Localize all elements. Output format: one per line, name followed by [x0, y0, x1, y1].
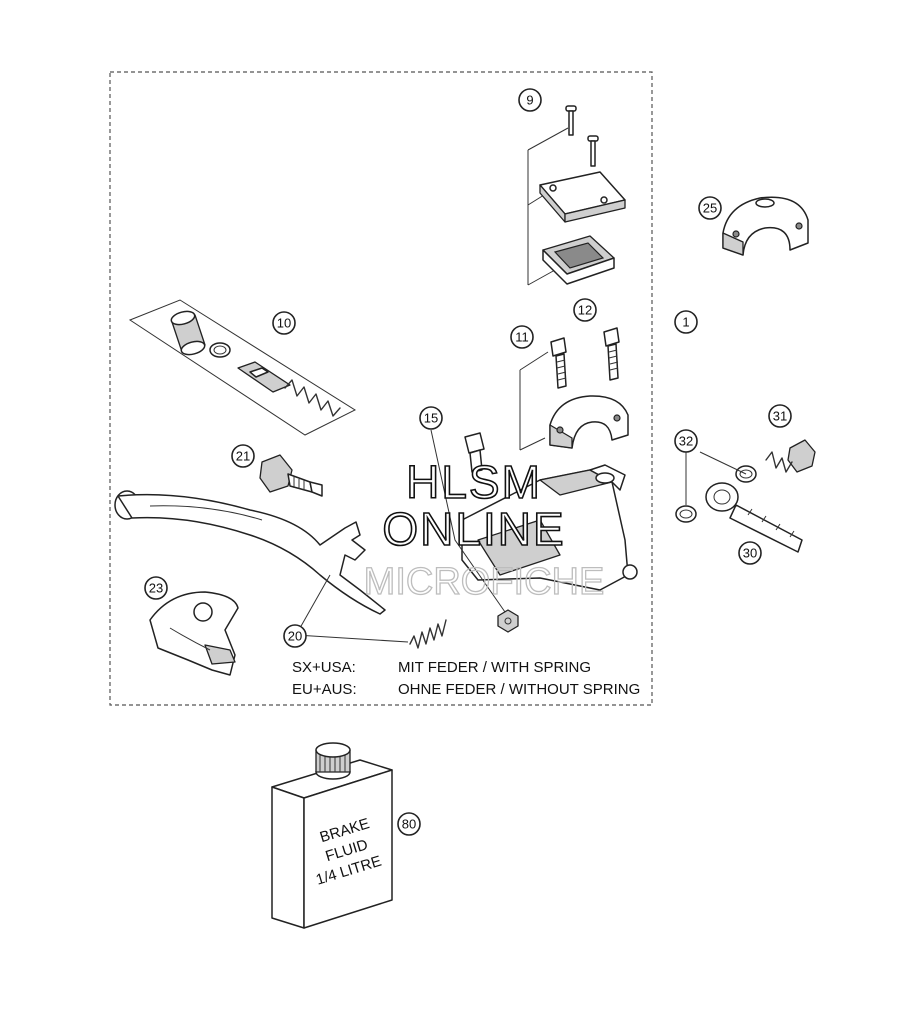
callout-25: 25: [698, 196, 722, 220]
note-line2-text: OHNE FEDER / WITHOUT SPRING: [398, 681, 640, 698]
callout-30: 30: [738, 541, 762, 565]
cover-screw: [587, 135, 599, 167]
master-cylinder-body: [461, 432, 638, 633]
svg-text:20: 20: [288, 629, 302, 644]
svg-text:31: 31: [773, 409, 787, 424]
svg-text:25: 25: [703, 201, 717, 216]
watermark-line2: ONLINE: [382, 503, 565, 555]
callout-21: 21: [231, 444, 255, 468]
piston-repair-kit: [128, 299, 357, 436]
clamp-half: [549, 395, 629, 449]
clamp-bolt: [550, 337, 567, 389]
note-line1-region: SX+USA:: [292, 659, 356, 676]
clamp-bolt: [603, 327, 620, 381]
brake-hose-assembly: [675, 439, 816, 553]
callout-9: 9: [518, 88, 542, 112]
brake-fluid-bottle: BRAKE FLUID 1/4 LITRE: [271, 742, 393, 929]
brake-lever: [114, 490, 386, 615]
sealing-washer: [675, 505, 697, 523]
svg-text:11: 11: [515, 330, 529, 345]
callout-20: 20: [283, 624, 307, 648]
lever-cover: [149, 591, 239, 676]
watermark: HLSM ONLINE MICROFICHE: [363, 455, 605, 603]
watermark-line3: MICROFICHE: [364, 561, 605, 603]
callout-31: 31: [768, 404, 792, 428]
note-line1-text: MIT FEDER / WITH SPRING: [398, 659, 591, 676]
callout-80: 80: [397, 812, 421, 836]
handlebar-clamp-part: [722, 196, 809, 256]
callout-11: 11: [510, 325, 534, 349]
note-line2-region: EU+AUS:: [292, 681, 357, 698]
callout-23: 23: [144, 576, 168, 600]
spring-note: SX+USA: MIT FEDER / WITH SPRING EU+AUS: …: [292, 659, 640, 698]
svg-text:32: 32: [679, 434, 693, 449]
pivot-nut: [497, 609, 519, 633]
callout-32: 32: [674, 429, 698, 453]
svg-text:23: 23: [149, 581, 163, 596]
svg-text:10: 10: [277, 316, 291, 331]
lever-return-spring: [409, 619, 447, 649]
svg-text:9: 9: [526, 93, 533, 108]
assembly-frame: [109, 71, 653, 706]
svg-text:80: 80: [402, 817, 416, 832]
callout-15: 15: [419, 406, 443, 430]
callout-1: 1: [674, 310, 698, 334]
svg-text:1: 1: [682, 315, 689, 330]
reservoir-cover-group: [527, 105, 626, 286]
callout-12: 12: [573, 298, 597, 322]
watermark-line1: HLSM: [406, 456, 542, 508]
svg-text:15: 15: [424, 411, 438, 426]
callout-10: 10: [272, 311, 296, 335]
cover-screw: [565, 105, 577, 136]
lever-adjuster: [259, 454, 323, 497]
svg-text:21: 21: [236, 449, 250, 464]
svg-text:30: 30: [743, 546, 757, 561]
svg-text:12: 12: [578, 303, 592, 318]
clamp-bolts-group: [519, 327, 629, 451]
